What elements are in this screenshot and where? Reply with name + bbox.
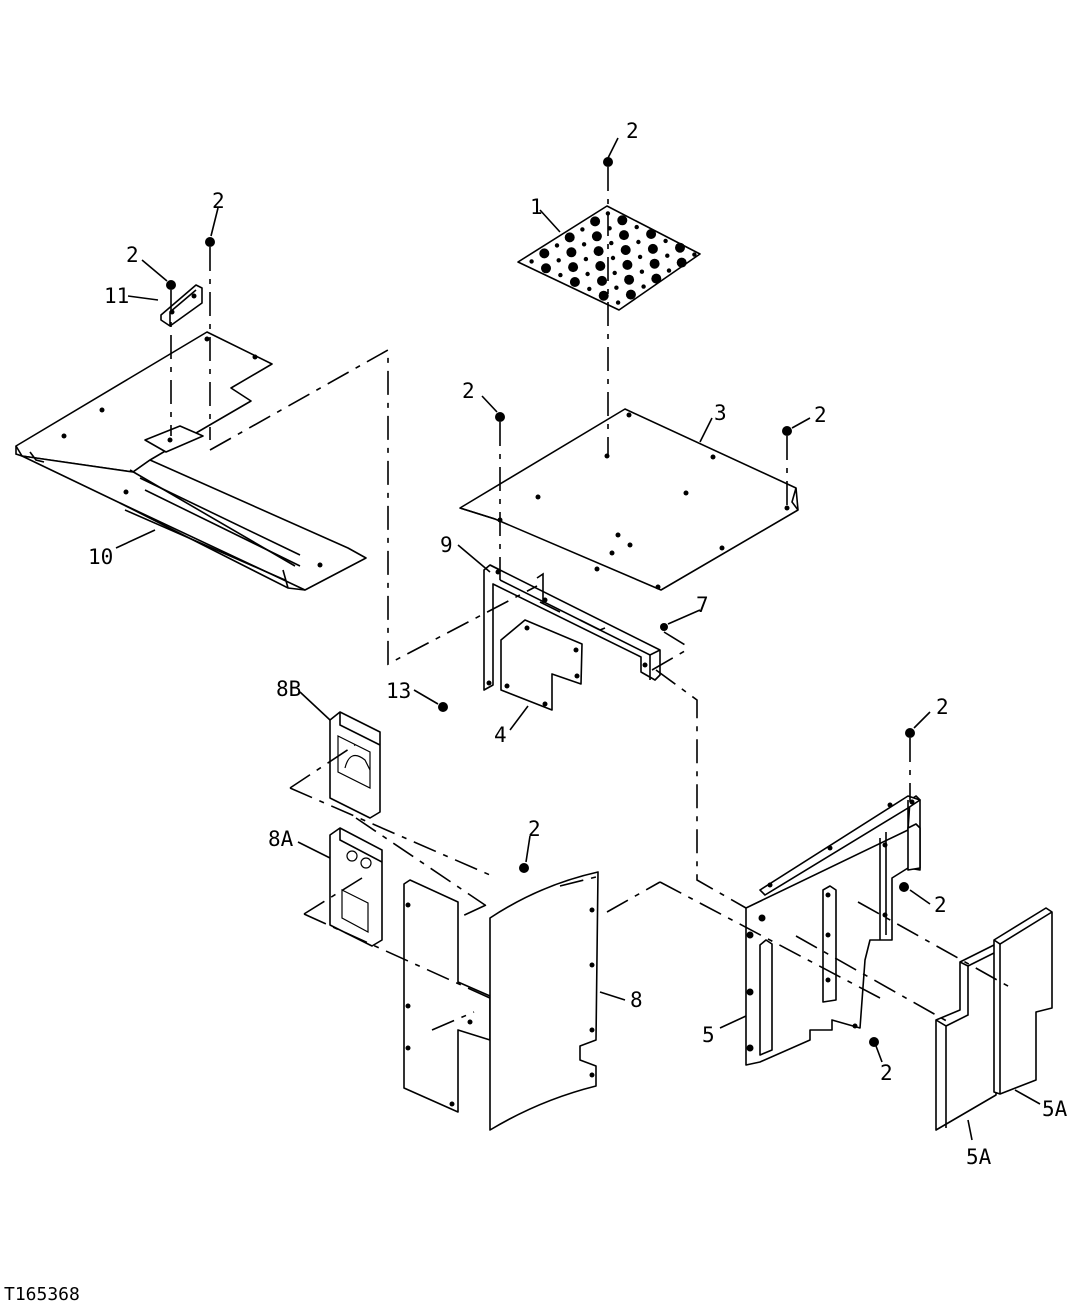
perforation-hole bbox=[675, 242, 685, 253]
perforation-hole bbox=[597, 275, 607, 286]
perforation-holes bbox=[529, 211, 697, 305]
callout-7: 7 bbox=[696, 593, 709, 617]
perforation-hole bbox=[663, 238, 668, 244]
perforation-hole bbox=[617, 215, 628, 226]
perforation-hole bbox=[639, 269, 645, 274]
callout-8b: 8B bbox=[276, 677, 301, 701]
callout-11: 11 bbox=[104, 284, 129, 308]
part-8a-grommet bbox=[329, 827, 383, 947]
perforation-hole bbox=[580, 227, 585, 232]
perforation-hole bbox=[610, 255, 616, 261]
perforation-hole bbox=[636, 239, 641, 245]
part-3-cover-plate bbox=[459, 408, 799, 591]
perforation-hole bbox=[651, 273, 662, 284]
perforation-hole bbox=[676, 257, 687, 268]
callout-2-left-top: 2 bbox=[212, 189, 225, 213]
part-10-floor-plate bbox=[15, 331, 367, 591]
part-8-side-panel-front bbox=[489, 871, 599, 1131]
part-8b-grommet bbox=[329, 711, 381, 819]
perforation-hole bbox=[556, 258, 561, 263]
callout-2-mid: 2 bbox=[462, 379, 475, 403]
perforation-hole bbox=[593, 246, 604, 257]
perforation-hole bbox=[598, 290, 609, 301]
callout-13: 13 bbox=[386, 679, 411, 703]
callout-8: 8 bbox=[630, 988, 643, 1012]
perforation-hole bbox=[539, 248, 550, 259]
perforation-hole bbox=[554, 243, 560, 248]
perforation-hole bbox=[625, 289, 636, 300]
perforation-hole bbox=[609, 240, 614, 246]
perforation-hole bbox=[529, 259, 534, 264]
perforation-hole bbox=[566, 247, 577, 258]
callout-5a-right: 5A bbox=[1042, 1097, 1068, 1121]
perforation-hole bbox=[641, 284, 646, 289]
perforation-hole bbox=[568, 262, 579, 273]
perforation-hole bbox=[591, 231, 602, 242]
perforation-hole bbox=[637, 254, 643, 260]
perforation-hole bbox=[581, 242, 587, 247]
perforation-hole bbox=[647, 243, 658, 254]
perforation-hole bbox=[583, 256, 589, 262]
perforation-hole bbox=[564, 232, 575, 243]
perforation-hole bbox=[585, 271, 590, 277]
callout-4: 4 bbox=[494, 723, 507, 747]
callout-10: 10 bbox=[88, 545, 113, 569]
perforation-hole bbox=[569, 277, 580, 287]
perforation-hole bbox=[541, 263, 551, 274]
callout-2-top: 2 bbox=[626, 119, 639, 143]
bolts bbox=[166, 157, 915, 1047]
perforation-hole bbox=[620, 245, 631, 255]
callout-2-right: 2 bbox=[814, 403, 827, 427]
drawing-id: T165368 bbox=[4, 1284, 80, 1304]
perforation-hole bbox=[614, 285, 619, 290]
perforation-hole bbox=[634, 224, 639, 230]
perforation-hole bbox=[619, 230, 629, 241]
callout-2-lower-mid: 2 bbox=[528, 817, 541, 841]
perforation-hole bbox=[666, 268, 672, 273]
perforation-hole bbox=[590, 216, 601, 227]
perforation-hole bbox=[622, 259, 633, 270]
perforation-hole bbox=[692, 252, 697, 257]
callout-2-left: 2 bbox=[126, 243, 139, 267]
callout-2-bottom: 2 bbox=[880, 1061, 893, 1085]
perforation-hole bbox=[612, 270, 617, 276]
callout-1: 1 bbox=[530, 195, 543, 219]
callout-8a: 8A bbox=[268, 827, 294, 851]
perforation-hole bbox=[558, 272, 563, 278]
callout-9: 9 bbox=[440, 533, 453, 557]
perforation-hole bbox=[624, 274, 635, 285]
callout-5: 5 bbox=[702, 1023, 715, 1047]
part-5a-insulation-rear bbox=[993, 907, 1053, 1095]
perforation-hole bbox=[615, 300, 621, 305]
part-9-frame bbox=[483, 564, 661, 691]
part-4-panel bbox=[500, 619, 583, 711]
perforation-hole bbox=[665, 253, 670, 258]
part-5a-insulation-front bbox=[935, 943, 997, 1131]
callout-5a-left: 5A bbox=[966, 1145, 992, 1169]
part-5-side-panel bbox=[745, 795, 921, 1066]
perforation-hole bbox=[649, 258, 660, 269]
perforation-hole bbox=[646, 229, 657, 239]
assembly-lines bbox=[170, 167, 1016, 1031]
perforation-hole bbox=[587, 286, 592, 292]
callout-2-lower-right: 2 bbox=[936, 695, 949, 719]
part-1-perforated-plate bbox=[517, 205, 701, 311]
callout-labels: 2 1 2 2 11 2 3 2 9 10 7 13 4 8B 2 2 8A 2… bbox=[88, 119, 1068, 1169]
callout-2-side: 2 bbox=[934, 893, 947, 917]
part-11-bracket bbox=[160, 284, 203, 327]
callout-3: 3 bbox=[714, 401, 727, 425]
perforation-hole bbox=[595, 261, 606, 271]
leader-lines bbox=[115, 137, 1041, 1141]
part-8-side-panel-rear bbox=[403, 879, 491, 1113]
